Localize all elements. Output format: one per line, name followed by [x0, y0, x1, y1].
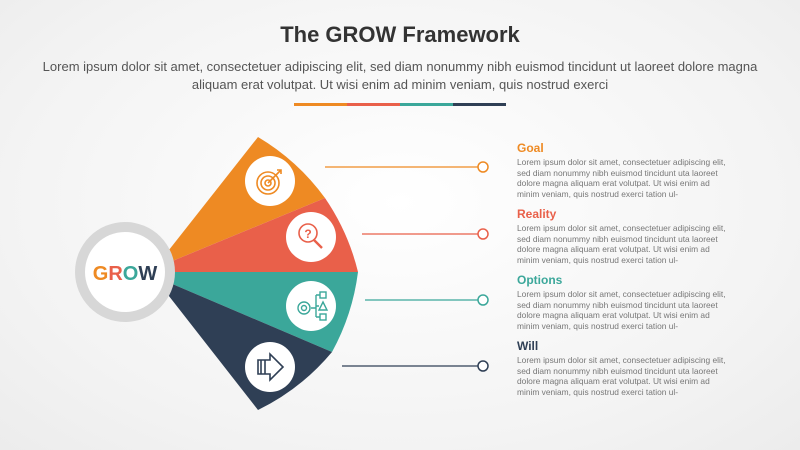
grow-logo-text: GROW	[93, 263, 158, 285]
options-icon-badge	[286, 281, 336, 331]
connector-will	[342, 360, 489, 372]
options-flowchart-icon	[297, 291, 329, 321]
accent-bar-1	[294, 103, 347, 106]
page-subtitle: Lorem ipsum dolor sit amet, consectetuer…	[42, 59, 758, 92]
grow-letter-w: W	[138, 263, 157, 285]
question-magnifier-icon	[298, 223, 323, 249]
will-icon-badge	[245, 342, 295, 392]
connector-reality	[362, 228, 489, 240]
arrow-right-icon	[257, 352, 285, 382]
accent-bar-4	[453, 103, 506, 106]
reality-icon-badge: ?	[286, 212, 336, 262]
grow-letter-o: O	[123, 263, 139, 285]
accent-bar-3	[400, 103, 453, 106]
item-title-reality: Reality	[517, 207, 557, 221]
question-mark-glyph: ?	[304, 227, 311, 241]
page-title: The GROW Framework	[280, 22, 520, 47]
item-title-goal: Goal	[517, 141, 544, 155]
item-title-will: Will	[517, 339, 539, 353]
grow-hub: GROW	[75, 222, 175, 322]
goal-icon-badge	[245, 156, 295, 206]
grow-letter-r: R	[108, 263, 123, 285]
item-desc-reality: Lorem ipsum dolor sit amet, consectetuer…	[517, 223, 726, 265]
accent-bar-2	[347, 103, 400, 106]
item-title-options: Options	[517, 273, 563, 287]
item-desc-options: Lorem ipsum dolor sit amet, consectetuer…	[517, 289, 726, 331]
connector-goal	[325, 161, 489, 173]
connector-options	[365, 294, 489, 306]
target-icon	[256, 169, 282, 195]
item-desc-goal: Lorem ipsum dolor sit amet, consectetuer…	[517, 157, 726, 199]
item-desc-will: Lorem ipsum dolor sit amet, consectetuer…	[517, 355, 726, 397]
grow-letter-g: G	[93, 263, 109, 285]
